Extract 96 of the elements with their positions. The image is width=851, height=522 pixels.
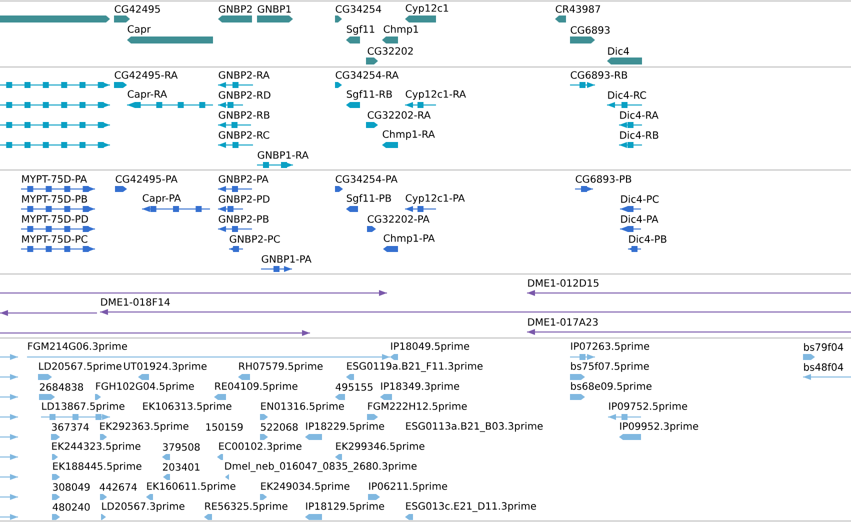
feature-label: GNBP2-RD <box>218 91 270 99</box>
feature-label: RE56325.5prime <box>205 502 288 512</box>
feature-label: 442674 <box>100 483 137 491</box>
feature-label: 480240 <box>52 503 90 511</box>
feature-label: CG34254 <box>336 5 382 13</box>
feature-label: IP07263.5prime <box>571 342 650 352</box>
feature-label: GNBP2-RC <box>218 131 270 139</box>
feature-label: RH07579.5prime <box>239 362 323 372</box>
feature-label: CG32202 <box>368 47 413 55</box>
feature-label: EK299346.5prime <box>336 442 424 452</box>
feature-label: GNBP1-PA <box>262 255 312 263</box>
feature-label: IP09952.3prime <box>620 422 698 432</box>
feature-label: MYPT-75D-PC <box>22 235 88 243</box>
feature-label: 2684838 <box>40 383 84 391</box>
feature-label: 308049 <box>52 483 90 491</box>
feature-label: MYPT-75D-PA <box>22 175 87 183</box>
feature-label: Dic4-RA <box>620 111 658 119</box>
feature-label: Dmel_neb_016047_0835_2680.3prime <box>225 462 417 472</box>
feature-label: CG42495-PA <box>116 175 178 183</box>
feature-label: GNBP2-PA <box>218 175 268 183</box>
feature-label: CG34254-PA <box>336 175 398 183</box>
feature-label: CG6893-RB <box>570 71 628 79</box>
feature-label: GNBP2-PC <box>230 235 280 243</box>
feature-label: LD20567.5prime <box>39 362 122 372</box>
feature-label: LD20567.3prime <box>102 502 184 512</box>
feature-label: CG6893 <box>570 26 610 34</box>
feature-label: bs79f04 <box>804 343 844 351</box>
feature-label: Dic4-RC <box>608 91 646 99</box>
feature-label: Sgf11-RB <box>346 90 392 100</box>
feature-label: GNBP2-PD <box>218 195 270 203</box>
feature-label: IP06211.5prime <box>369 482 448 492</box>
feature-label: Dic4-PA <box>621 215 658 223</box>
feature-label: GNBP2-RA <box>218 71 270 79</box>
feature-label: FGM222H12.5prime <box>368 402 467 412</box>
feature-label: Capr-PA <box>142 194 181 204</box>
feature-label: Dic4-RB <box>620 131 658 139</box>
feature-label: CG42495-RA <box>114 71 178 79</box>
feature-label: IP18049.5prime <box>391 342 470 352</box>
feature-label: Sgf11-PB <box>346 194 391 204</box>
feature-label: IP09752.5prime <box>609 402 688 412</box>
feature-label: Capr <box>128 25 151 35</box>
feature-label: RE04109.5prime <box>215 382 298 392</box>
feature-label: EC00102.3prime <box>219 442 302 452</box>
feature-label: CG42495 <box>114 5 160 13</box>
feature-label: FGM214G06.3prime <box>28 342 128 352</box>
feature-label: FGH102G04.5prime <box>96 382 194 392</box>
feature-label: Sgf11 <box>346 25 374 35</box>
feature-label: CG32202-RA <box>368 111 431 119</box>
feature-label: EK292363.5prime <box>100 422 188 432</box>
feature-label: MYPT-75D-PD <box>22 215 88 223</box>
feature-label: MYPT-75D-PB <box>22 195 87 203</box>
feature-label: bs68e09.5prime <box>571 382 652 392</box>
feature-label: EK249034.5prime <box>261 482 350 492</box>
feature-label: UT01924.3prime <box>124 362 207 372</box>
feature-label: IP18229.5prime <box>306 422 384 432</box>
feature-label: Dic4-PC <box>621 195 659 203</box>
feature-label: IP18129.5prime <box>306 502 384 512</box>
feature-label: 367374 <box>52 423 89 431</box>
feature-label: 150159 <box>206 423 243 431</box>
feature-label: GNBP1-RA <box>258 151 309 159</box>
feature-label: LD13867.5prime <box>42 402 124 412</box>
feature-label: Capr-RA <box>128 90 168 100</box>
feature-label: EK244323.5prime <box>52 442 140 452</box>
feature-label: 495155 <box>336 383 372 391</box>
feature-label: ESG0113a.B21_B03.3prime <box>406 422 543 432</box>
feature-label: DME1-012D15 <box>528 279 598 287</box>
feature-label: EK188445.5prime <box>53 462 142 472</box>
feature-label: Cyp12c1-PA <box>406 194 465 204</box>
feature-label: CG6893-PB <box>576 175 632 183</box>
feature-label: ESG013c.E21_D11.3prime <box>406 502 536 512</box>
feature-label: Cyp12c1 <box>406 4 448 14</box>
feature-label: Chmp1-PA <box>384 234 435 244</box>
feature-label: GNBP2-PB <box>218 215 268 223</box>
feature-label: DME1-018F14 <box>101 298 170 306</box>
feature-label: CR43987 <box>556 5 600 13</box>
feature-label: ESG0119a.B21_F11.3prime <box>347 362 483 372</box>
feature-label: Dic4-PB <box>629 235 666 243</box>
feature-label: DME1-017A23 <box>528 318 598 326</box>
feature-label: GNBP1 <box>258 5 291 13</box>
feature-label: bs75f07.5prime <box>571 362 649 372</box>
feature-label: Chmp1 <box>384 25 418 35</box>
feature-label: EK106313.5prime <box>143 402 232 412</box>
feature-label: CG32202-PA <box>368 215 430 223</box>
feature-label: 522068 <box>260 423 298 431</box>
feature-label: EK160611.5prime <box>147 482 236 492</box>
feature-label: EN01316.5prime <box>261 402 344 412</box>
feature-label: Dic4 <box>608 47 629 55</box>
feature-label: GNBP2-RB <box>218 111 270 119</box>
feature-label: Chmp1-RA <box>382 130 435 140</box>
feature-label: Cyp12c1-RA <box>406 90 466 100</box>
feature-label: CG34254-RA <box>336 71 399 79</box>
feature-label: 379508 <box>162 443 200 451</box>
feature-label: GNBP2 <box>218 5 252 13</box>
feature-label: IP18349.3prime <box>381 382 460 392</box>
feature-label: 203401 <box>162 463 200 471</box>
feature-label: bs48f04 <box>804 363 844 371</box>
